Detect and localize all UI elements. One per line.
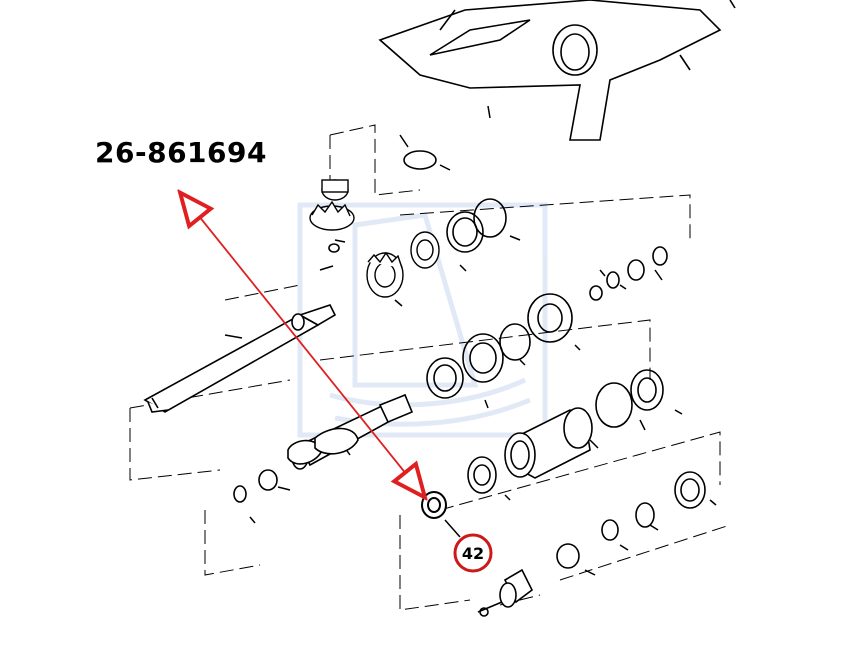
- gear-housing: [378, 0, 736, 141]
- callout-arrow: [190, 205, 415, 485]
- callout-circle: [453, 533, 493, 573]
- propeller-nut-washer: [477, 568, 534, 617]
- bearing-carrier: [504, 407, 593, 479]
- part-number-label: 26-861694: [95, 136, 267, 169]
- forward-gear: [366, 231, 440, 298]
- part-42-bearing: [421, 491, 447, 519]
- bearing-rings: [233, 150, 706, 569]
- drive-shaft: [143, 304, 337, 413]
- callout-number: 42: [462, 544, 484, 563]
